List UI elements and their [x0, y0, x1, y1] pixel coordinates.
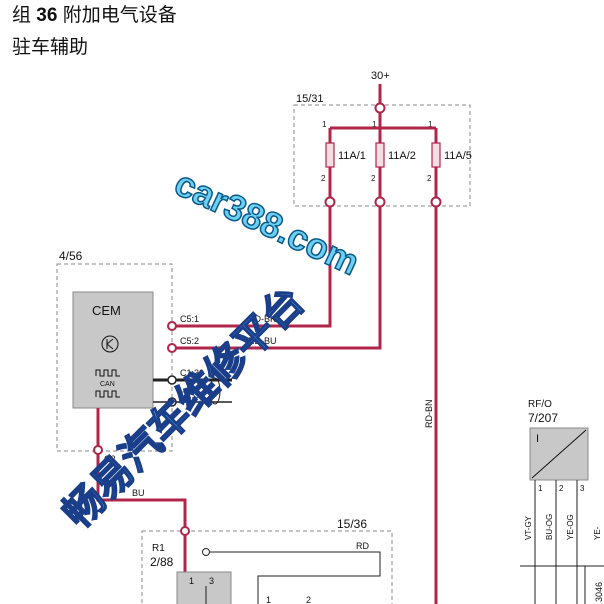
wire-bu-label: BU — [132, 488, 145, 498]
fuse1-label: 11A/1 — [338, 150, 366, 162]
rfo-pin-2: 2 — [559, 484, 564, 493]
rfo-pin-3: 3 — [580, 484, 585, 493]
transistor-icon — [101, 335, 119, 353]
connector-c130-label: C1:30 — [180, 368, 204, 378]
fuse1-pin-bottom: 2 — [321, 174, 326, 183]
connector-c52-node — [167, 343, 177, 353]
rfo-symbol: I — [536, 433, 539, 445]
relay-input-node — [180, 526, 190, 536]
fuse1-body — [325, 142, 335, 168]
rfo-wire-2-label: BU-OG — [545, 514, 554, 540]
fuse2-node — [374, 196, 386, 208]
fuse3-node — [430, 196, 442, 208]
connector-c2-label: C2 — [104, 454, 116, 464]
relay-module — [176, 571, 232, 604]
cem-module — [72, 291, 154, 409]
rfo-wire-4-label: YE- — [593, 526, 602, 540]
group-prefix: 组 — [12, 5, 32, 26]
connector-c51-node — [167, 321, 177, 331]
connector-c51-label: C5:1 — [180, 314, 199, 324]
fuse2-pin-top: 1 — [372, 120, 377, 129]
connector-c131-label: C1:31 — [180, 390, 204, 400]
wire-bu — [96, 454, 187, 527]
wire-rd-label: RD — [356, 541, 369, 551]
watermark-url: car388.com — [169, 162, 366, 283]
connector-c2-node — [93, 445, 103, 455]
group-title: 附加电气设备 — [62, 5, 177, 26]
relay-id-top: R1 — [152, 543, 165, 554]
can-pulse-icon-bottom — [95, 390, 120, 398]
fuse2-label: 11A/2 — [388, 150, 416, 162]
wire-rd — [206, 551, 381, 604]
page-subtitle: 驻车辅助 — [12, 37, 89, 58]
rfo-wire-3-label: YE-OG — [566, 514, 575, 540]
relay-pin-3: 3 — [209, 576, 214, 586]
box-1536-id: 15/36 — [337, 517, 367, 531]
fuse3-label: 11A/5 — [444, 150, 472, 162]
connector-c130-node — [167, 375, 177, 385]
fuse-box-id: 15/31 — [296, 93, 324, 105]
cem-box-outline — [56, 263, 173, 452]
can-label: CAN — [100, 381, 115, 388]
relay-box-outline — [141, 530, 393, 604]
group-title-line: 组 36 附加电气设备 — [12, 4, 177, 28]
fuse3-body — [431, 142, 441, 168]
wire-rd-bu-label: RD-BU — [248, 336, 277, 346]
rfo-id-top: RF/O — [528, 399, 552, 410]
relay-out-node — [202, 548, 210, 556]
fuse2-body — [375, 142, 385, 168]
can-twist-marker — [209, 377, 221, 405]
wire-rd-bn-label: RD-BN — [424, 400, 434, 429]
cem-name: CEM — [92, 303, 121, 318]
fuse3-pin-bottom: 2 — [427, 174, 432, 183]
rfo-id: 7/207 — [528, 411, 558, 425]
wire-rd-bk-label: RD-BK — [248, 314, 276, 324]
fuse1-pin-top: 1 — [322, 120, 327, 129]
rfo-bottom-ref: 3046 — [594, 582, 604, 602]
fuse2-pin-bottom: 2 — [371, 174, 376, 183]
transistor-icon-symbol — [106, 338, 114, 350]
can-pulse-icon-top — [95, 369, 120, 377]
group-number: 36 — [36, 5, 58, 26]
fuse3-pin-top: 1 — [428, 120, 433, 129]
relay-box-pin-1: 1 — [266, 595, 271, 604]
relay-pin-1: 1 — [189, 576, 194, 586]
connector-c131-node — [167, 397, 177, 407]
cem-id: 4/56 — [59, 249, 83, 263]
relay-id: 2/88 — [150, 555, 174, 569]
rfo-pin-1: 1 — [538, 484, 543, 493]
fuse1-node — [324, 196, 336, 208]
wire-rd-bk — [176, 206, 332, 328]
relay-box-pin-2: 2 — [306, 595, 311, 604]
wire-rd-bu — [176, 206, 382, 350]
connector-c52-label: C5:2 — [180, 336, 199, 346]
rfo-wire-1-label: VT-GY — [524, 515, 533, 540]
supply-label: 30+ — [371, 70, 390, 82]
supply-node — [374, 102, 386, 114]
rfo-diagonal — [531, 429, 587, 479]
